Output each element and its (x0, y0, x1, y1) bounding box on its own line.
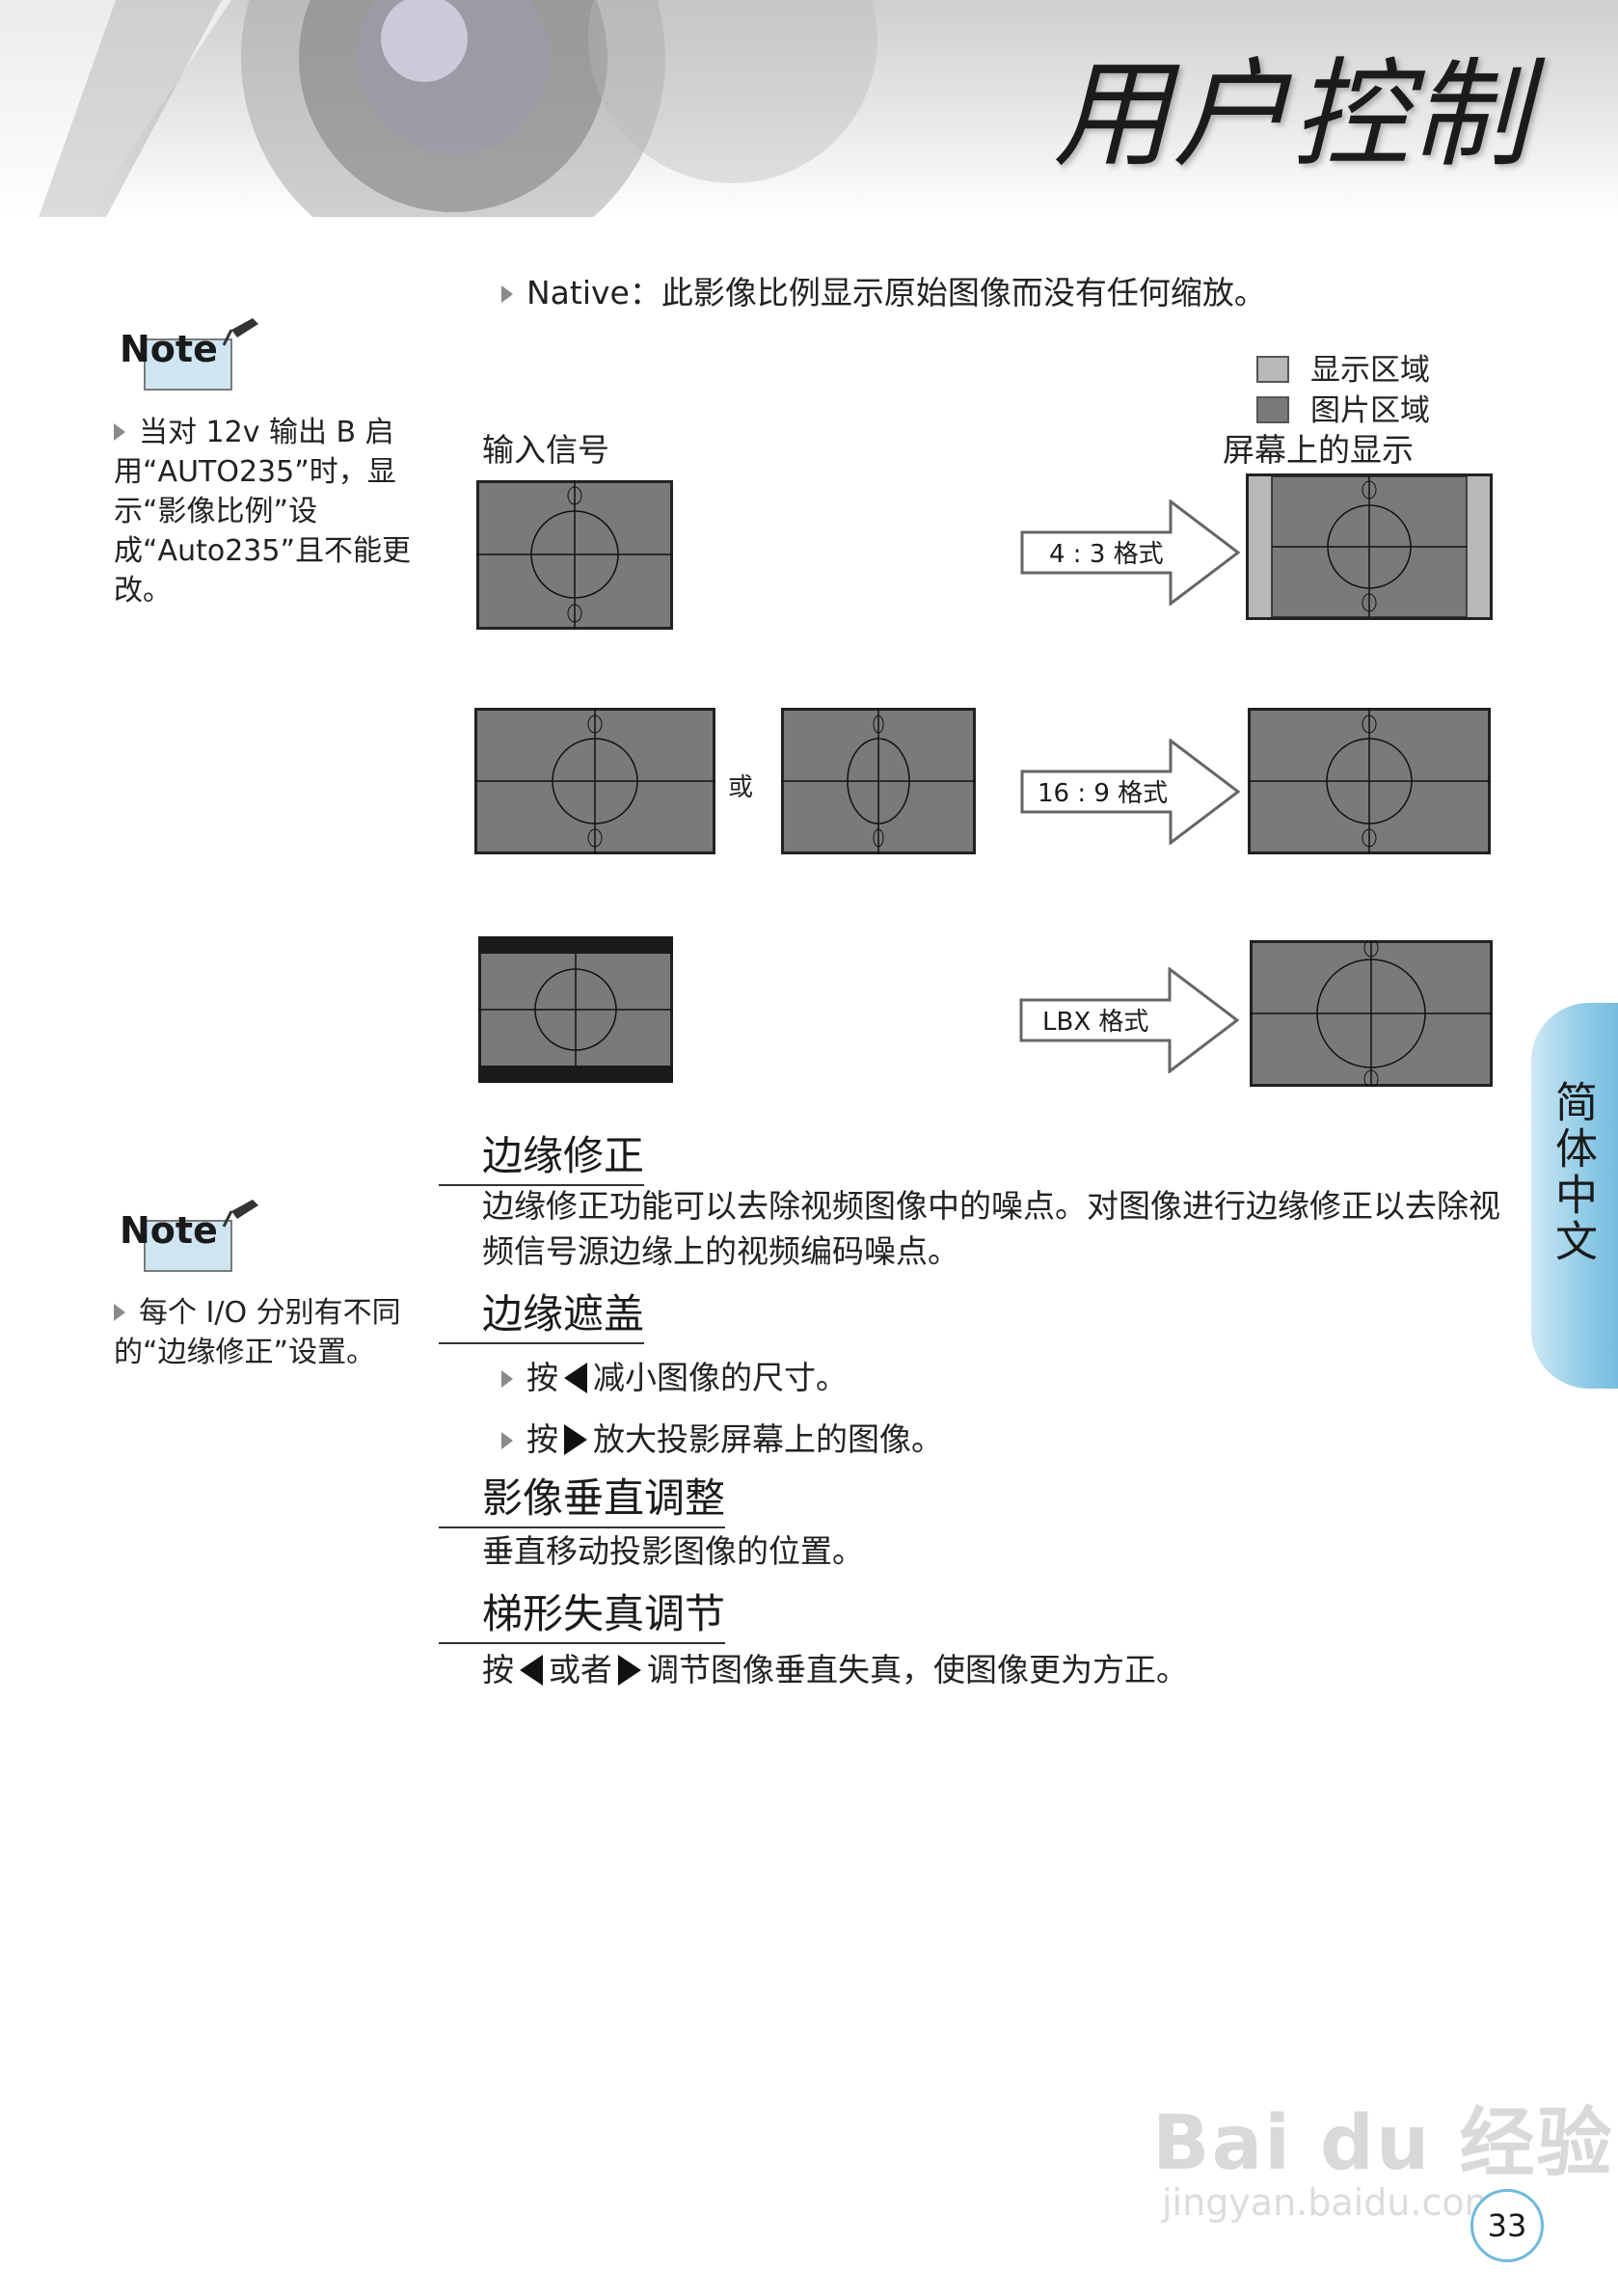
section-heading-keystone: 梯形失真调节 (439, 1581, 726, 1644)
right-arrow-icon (618, 1655, 641, 1686)
note-icon: Note (120, 1200, 258, 1272)
section-heading-edge-mask: 边缘遮盖 (439, 1282, 645, 1344)
or-label: 或 (728, 773, 754, 802)
note-text: 当对 12v 输出 B 启用“AUTO235”时，显示“影像比例”设成“Auto… (114, 416, 411, 608)
input-signal-label: 输入信号 (482, 431, 609, 469)
svg-text:Note: Note (120, 1209, 218, 1252)
legend-swatch (1256, 396, 1289, 423)
screen-display-label: 屏幕上的显示 (1223, 431, 1414, 469)
v-shift-text: 垂直移动投影图像的位置。 (482, 1532, 864, 1570)
input-image-lbx (478, 936, 673, 1083)
bullet-icon (114, 423, 125, 441)
bullet-icon (501, 285, 513, 303)
page-number: 33 (1470, 2189, 1544, 2262)
input-image-4x3 (476, 480, 673, 630)
page-title: 用户控制 (1053, 46, 1531, 183)
legend-swatch (1256, 356, 1289, 383)
svg-text:16 : 9 格式: 16 : 9 格式 (1038, 779, 1168, 808)
bullet-icon (114, 1304, 125, 1321)
left-arrow-icon (564, 1363, 587, 1393)
right-arrow-icon (564, 1424, 587, 1455)
legend-item: 显示区域 (1256, 345, 1430, 389)
section-heading-v-shift: 影像垂直调整 (439, 1466, 726, 1528)
format-arrow-lbx: LBX 格式 (1019, 967, 1240, 1073)
watermark-brand: Bai du 经验 (1152, 2100, 1614, 2187)
format-arrow-16x9: 16 : 9 格式 (1020, 739, 1241, 845)
keystone-text: 按或者调节图像垂直失真，使图像更为方正。 (482, 1651, 1188, 1688)
edge-correction-text: 边缘修正功能可以去除视频图像中的噪点。对图像进行边缘修正以去除视频信号源边缘上的… (482, 1187, 1500, 1270)
language-tab-label: 简体中文 (1548, 1080, 1597, 1265)
section-heading-edge-correction: 边缘修正 (439, 1123, 645, 1186)
legend-item: 图片区域 (1256, 386, 1430, 429)
bullet-icon (501, 1370, 513, 1388)
note-text: 每个 I/O 分别有不同的“边缘修正”设置。 (114, 1296, 401, 1369)
svg-text:4 : 3 格式: 4 : 3 格式 (1049, 540, 1164, 569)
native-description: Native：此影像比例显示原始图像而没有任何缩放。 (501, 267, 1266, 313)
input-image-16x9-squeezed (781, 708, 976, 854)
left-arrow-icon (520, 1655, 543, 1686)
edge-mask-decrease: 按减小图像的尺寸。 (501, 1352, 848, 1398)
svg-text:Note: Note (120, 328, 218, 370)
input-image-16x9 (474, 708, 715, 854)
format-arrow-4x3: 4 : 3 格式 (1020, 500, 1241, 606)
bullet-icon (501, 1432, 513, 1449)
screen-output-4x3 (1246, 473, 1493, 620)
watermark-url: jingyan.baidu.com (1162, 2181, 1500, 2224)
screen-output-16x9 (1248, 708, 1491, 854)
edge-mask-increase: 按放大投影屏幕上的图像。 (501, 1414, 943, 1460)
svg-text:LBX 格式: LBX 格式 (1042, 1008, 1148, 1037)
lens-decoration (0, 0, 877, 217)
language-tab[interactable] (1531, 1003, 1618, 1389)
screen-output-lbx (1250, 940, 1493, 1087)
note-icon: Note (120, 318, 258, 391)
